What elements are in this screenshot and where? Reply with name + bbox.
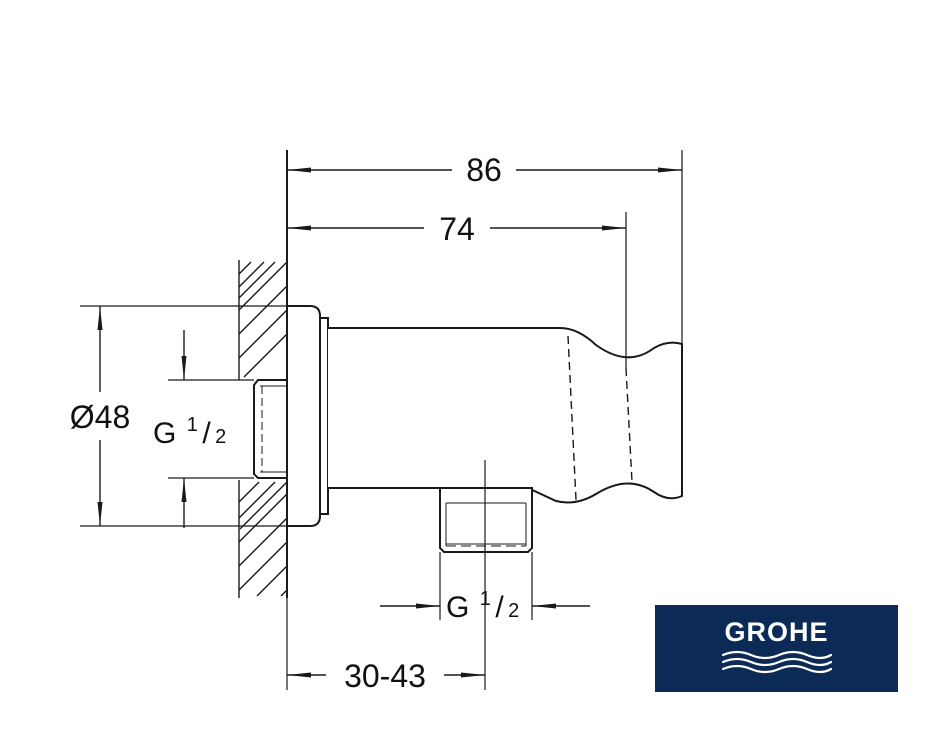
diameter-label: Ø48 xyxy=(70,399,130,435)
dimension-wall-thread: G 1 / 2 xyxy=(153,330,226,528)
dimension-wall-offset: 30-43 xyxy=(287,658,485,694)
wall-thread-prefix: G xyxy=(153,417,176,450)
dimension-overall-length: 86 xyxy=(287,152,682,188)
dimension-diameter: Ø48 xyxy=(70,306,130,526)
wall-rosette xyxy=(286,305,329,527)
grohe-logo: GROHE xyxy=(655,605,898,692)
overall-length-label: 86 xyxy=(466,152,502,188)
hose-outlet-thread xyxy=(439,487,533,553)
wall-thread-label: G 1 / 2 xyxy=(153,414,226,450)
dimension-outlet-thread: G 1 / 2 xyxy=(380,588,590,624)
wall-thread-slash: / xyxy=(202,417,211,450)
dimension-body-length: 74 xyxy=(287,211,626,247)
outlet-thread-label: G 1 / 2 xyxy=(446,588,519,624)
outlet-thread-prefix: G xyxy=(446,591,469,624)
wall-thread-denominator: 2 xyxy=(215,426,226,448)
wave-icon xyxy=(721,650,833,674)
wall-thread-numerator: 1 xyxy=(187,414,198,436)
logo-brand-text: GROHE xyxy=(724,617,829,647)
outlet-thread-numerator: 1 xyxy=(480,588,491,610)
wall-inlet-thread xyxy=(253,379,288,479)
holder-body xyxy=(328,327,683,504)
wall-offset-label: 30-43 xyxy=(344,658,426,694)
outlet-thread-denominator: 2 xyxy=(508,600,519,622)
outlet-thread-slash: / xyxy=(495,591,504,624)
body-length-label: 74 xyxy=(439,211,475,247)
wall-hatching xyxy=(238,150,288,598)
